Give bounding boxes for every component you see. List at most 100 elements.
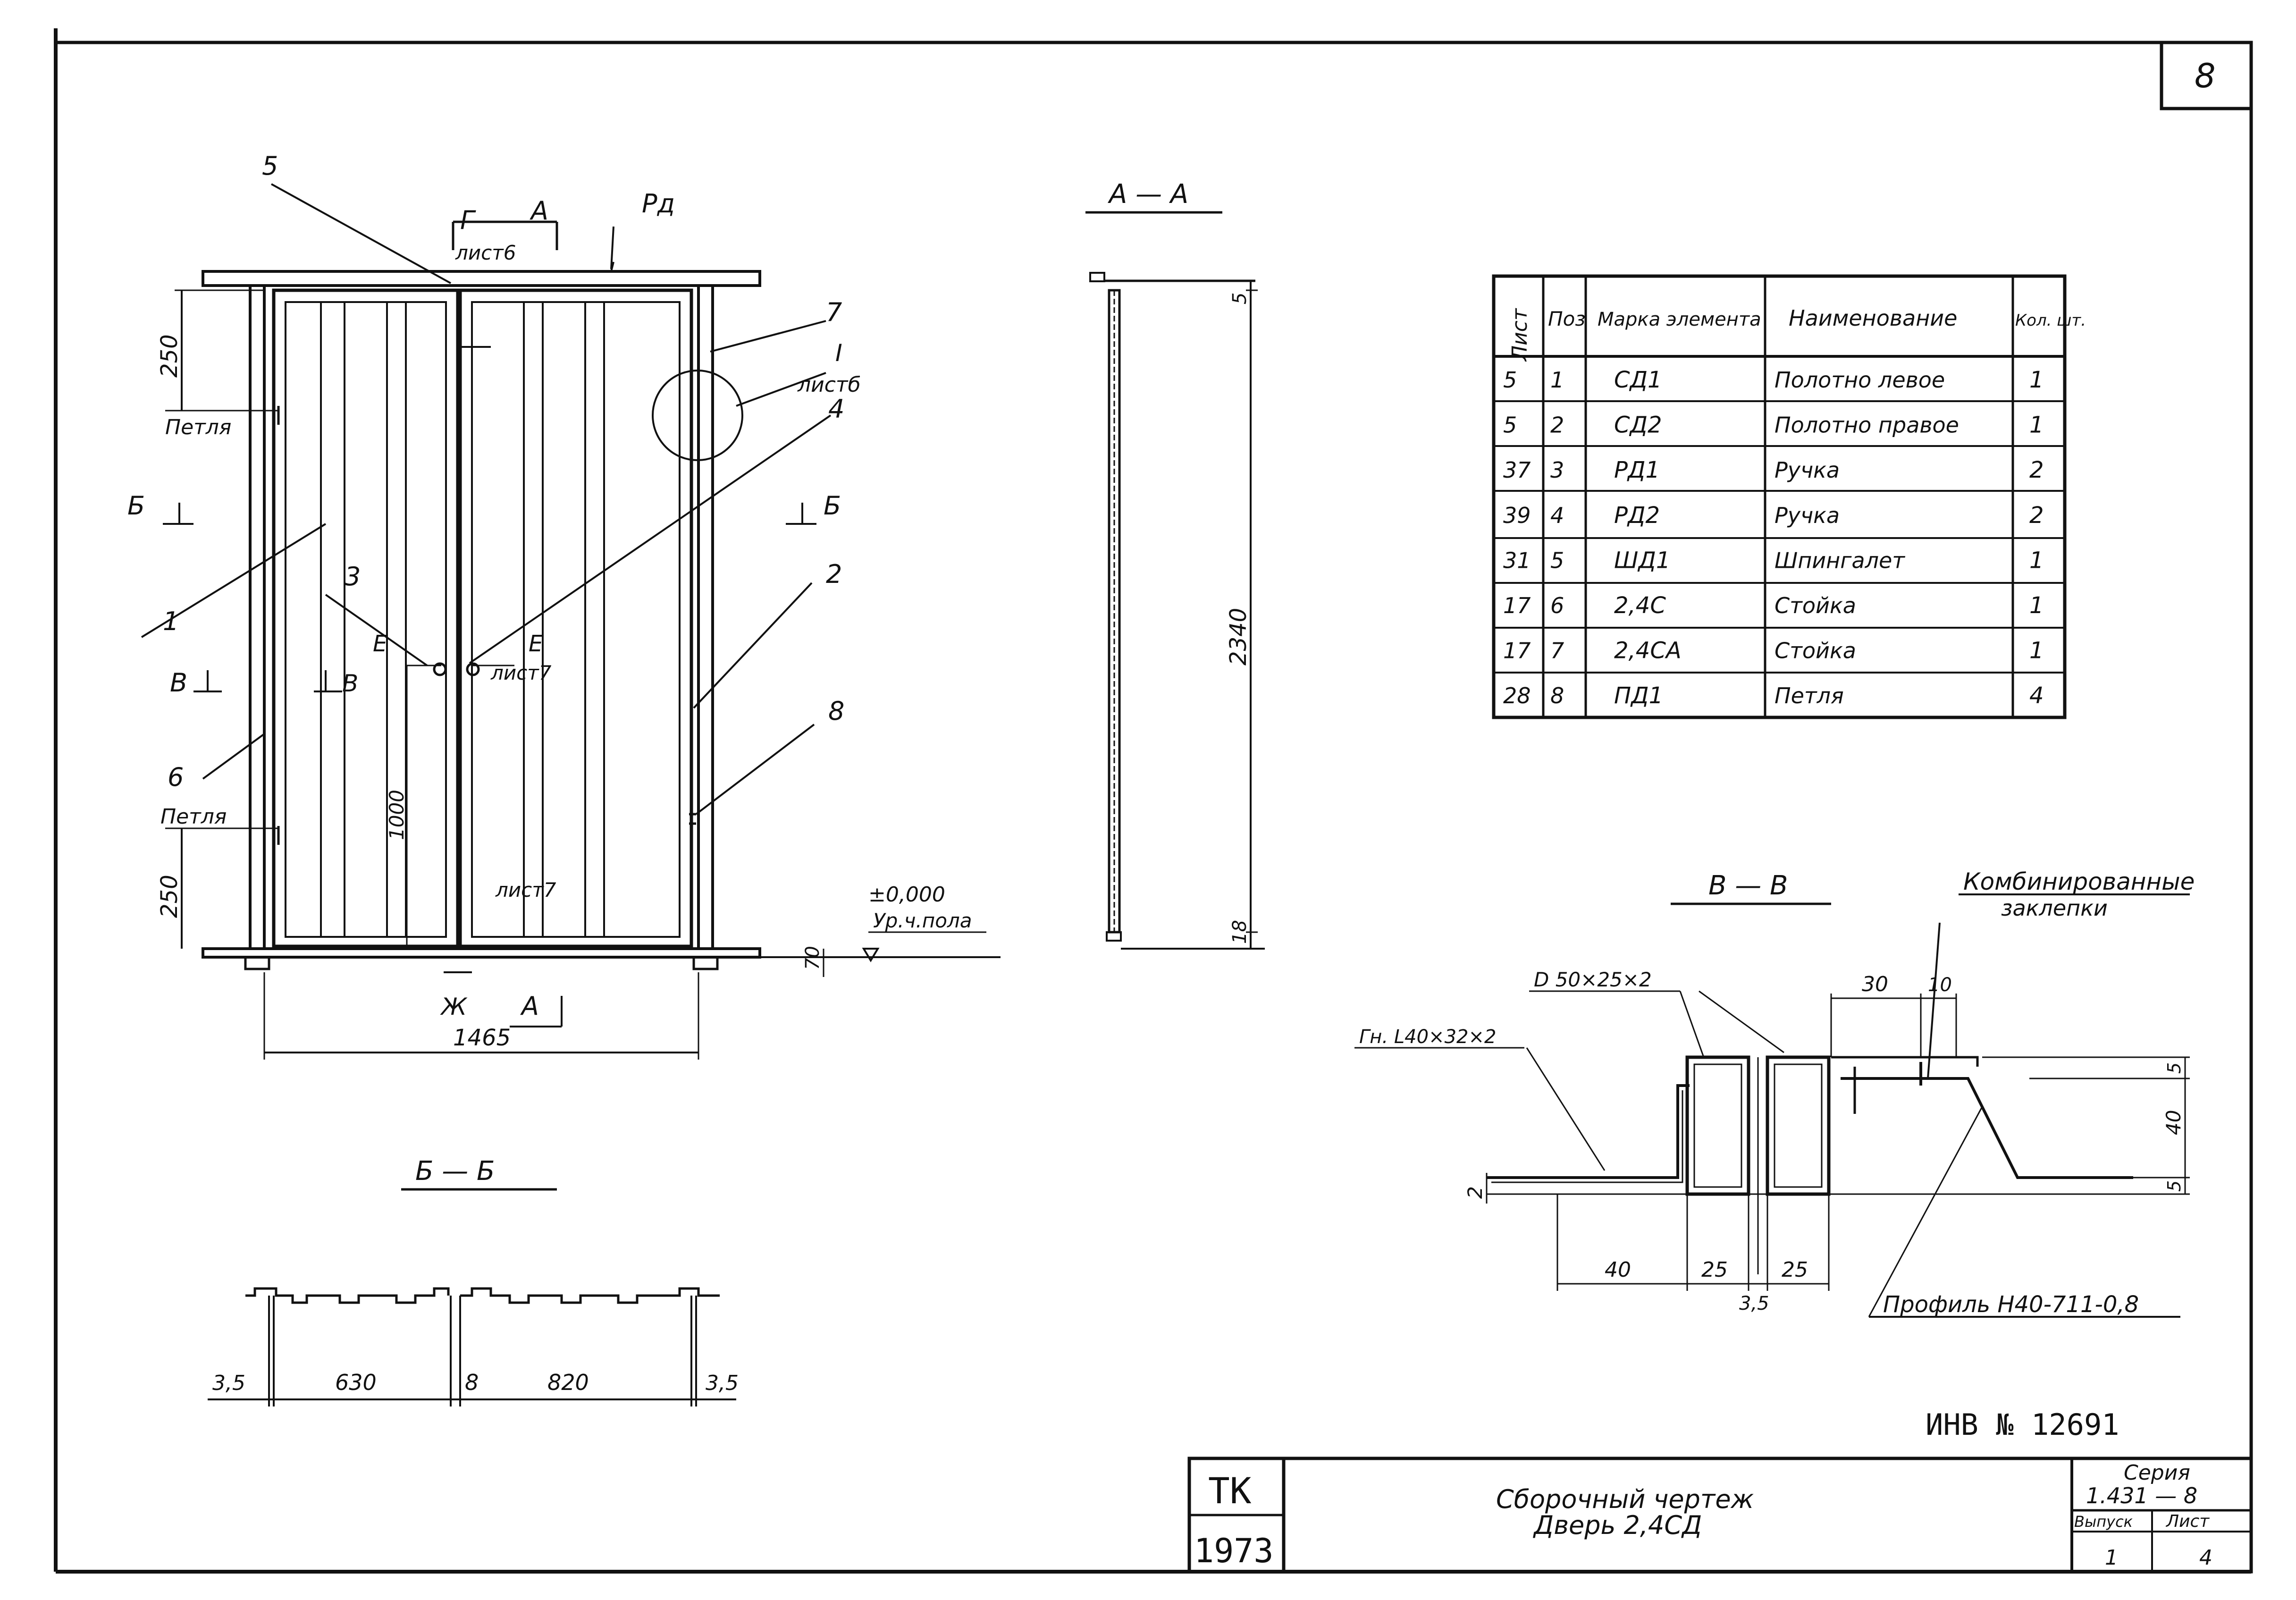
section-aa-title: А — А	[1108, 179, 1188, 210]
table-cell: 7	[1550, 638, 1564, 664]
table-cell: 5	[1503, 413, 1517, 438]
callout-b-right: Б	[824, 491, 841, 521]
header-qty: Кол. шт.	[2015, 311, 2086, 330]
section-bb-title: Б — Б	[415, 1156, 495, 1187]
series-label: Серия	[2124, 1461, 2190, 1485]
org-code: ТК	[1208, 1470, 1252, 1512]
level-value: ±0,000	[868, 883, 945, 907]
hinge-label-bottom: Петля	[160, 805, 227, 829]
dim-3-5: 3,5	[1739, 1293, 1769, 1314]
inventory-number: ИНВ № 12691	[1926, 1407, 2119, 1442]
callout-sheet7-b: лист7	[495, 878, 556, 901]
callout-3: 3	[345, 562, 361, 591]
callout-6: 6	[168, 762, 184, 792]
door-elevation	[141, 183, 1001, 1060]
callout-sheet6: лист6	[455, 241, 516, 264]
table-cell: 28	[1503, 683, 1531, 708]
table-cell: 31	[1503, 547, 1531, 573]
dim-1465: 1465	[453, 1025, 511, 1051]
angle-label: Гн. L40×32×2	[1359, 1026, 1496, 1048]
callout-g: Г	[460, 205, 476, 235]
callout-v-left: В	[170, 668, 187, 698]
callout-b-left: Б	[127, 491, 145, 521]
dim-25-right: 25	[1782, 1258, 1808, 1282]
section-bb-dim-8: 8	[465, 1370, 479, 1395]
section-bb-dim-820: 820	[547, 1370, 589, 1395]
table-cell: Ручка	[1775, 457, 1840, 483]
callout-1: 1	[163, 606, 179, 636]
dim-2: 2	[1463, 1186, 1487, 1199]
table-cell: СД2	[1614, 412, 1662, 438]
table-cell: 1	[2029, 367, 2044, 393]
callout-8: 8	[828, 696, 844, 726]
table-cell: 5	[1503, 367, 1517, 393]
table-cell: 2,4С	[1614, 592, 1666, 619]
table-cell: СД1	[1614, 367, 1662, 393]
dim-250-bottom: 250	[156, 875, 183, 918]
callout-v-right: В	[342, 670, 358, 697]
table-cell: 37	[1503, 457, 1531, 483]
table-row: 37 3 РД1 Ручка 2	[1503, 457, 2044, 483]
profile-label: Профиль Н40-711-0,8	[1883, 1291, 2139, 1318]
dim-30: 30	[1862, 972, 1888, 996]
section-aa: А — А 2340 5 18	[1085, 179, 1265, 950]
dim-5-bottom: 5	[2164, 1180, 2185, 1192]
table-cell: 5	[1550, 547, 1564, 573]
callout-rd: Рд	[642, 189, 675, 219]
callout-a-bottom: А	[520, 991, 539, 1021]
callout-7: 7	[826, 297, 842, 327]
drawing-subtitle: Дверь 2,4СД	[1533, 1510, 1702, 1540]
section-vv-title: В — В	[1708, 870, 1788, 901]
table-cell: 2	[2029, 502, 2044, 529]
section-bb: Б — Б 3,5 630 8 820 3,5	[208, 1156, 739, 1406]
dim-1000: 1000	[385, 790, 408, 840]
issue-value: 1	[2105, 1546, 2118, 1570]
callout-4: 4	[828, 394, 844, 424]
header-mark: Марка элемента	[1598, 309, 1761, 330]
section-aa-top-dim: 5	[1229, 293, 1251, 304]
table-cell: РД1	[1614, 457, 1660, 483]
table-cell: 17	[1503, 638, 1531, 664]
dim-10: 10	[1928, 974, 1952, 996]
dim-5-top: 5	[2164, 1062, 2185, 1074]
series-value: 1.431 — 8	[2086, 1483, 2197, 1508]
table-cell: РД2	[1614, 502, 1660, 529]
callout-a-top: А	[530, 196, 548, 226]
table-cell: ШД1	[1614, 547, 1670, 573]
table-cell: Петля	[1775, 683, 1844, 708]
rivets-label-1: Комбинированные	[1963, 868, 2195, 895]
table-cell: 8	[1550, 683, 1564, 708]
callout-e-left: Е	[373, 631, 387, 657]
issue-label: Выпуск	[2074, 1513, 2133, 1531]
callout-detail-sheet: листб	[797, 373, 861, 397]
table-cell: Полотно левое	[1775, 367, 1945, 393]
elevation-labels: 5 Г А лист6 Рд 7 I листб 4 Б Б 1 3 Е Е л…	[127, 151, 972, 1051]
table-cell: 4	[2029, 682, 2044, 709]
rivets-label-2: заклепки	[2001, 895, 2108, 921]
sheet-value: 4	[2199, 1546, 2212, 1570]
callout-detail-i: I	[835, 339, 842, 367]
table-cell: 3	[1550, 457, 1564, 483]
dim-40: 40	[1605, 1258, 1631, 1282]
callout-e-right: Е	[529, 631, 543, 657]
year: 1973	[1194, 1532, 1274, 1570]
table-cell: ПД1	[1614, 682, 1663, 709]
title-block: ТК 1973 Сборочный чертеж Дверь 2,4СД Сер…	[1187, 1457, 2253, 1574]
sheet-number: 8	[2195, 57, 2216, 95]
table-cell: Шпингалет	[1775, 547, 1905, 573]
callout-zh: Ж	[440, 993, 468, 1020]
table-cell: 1	[2029, 412, 2044, 438]
dim-floor-70: 70	[802, 946, 824, 970]
dim-250-top: 250	[156, 334, 183, 378]
table-cell: 39	[1503, 503, 1531, 528]
table-cell: Стойка	[1775, 593, 1856, 618]
table-cell: Стойка	[1775, 638, 1856, 664]
table-cell: 2	[2029, 457, 2044, 483]
section-aa-height: 2340	[1225, 608, 1252, 665]
